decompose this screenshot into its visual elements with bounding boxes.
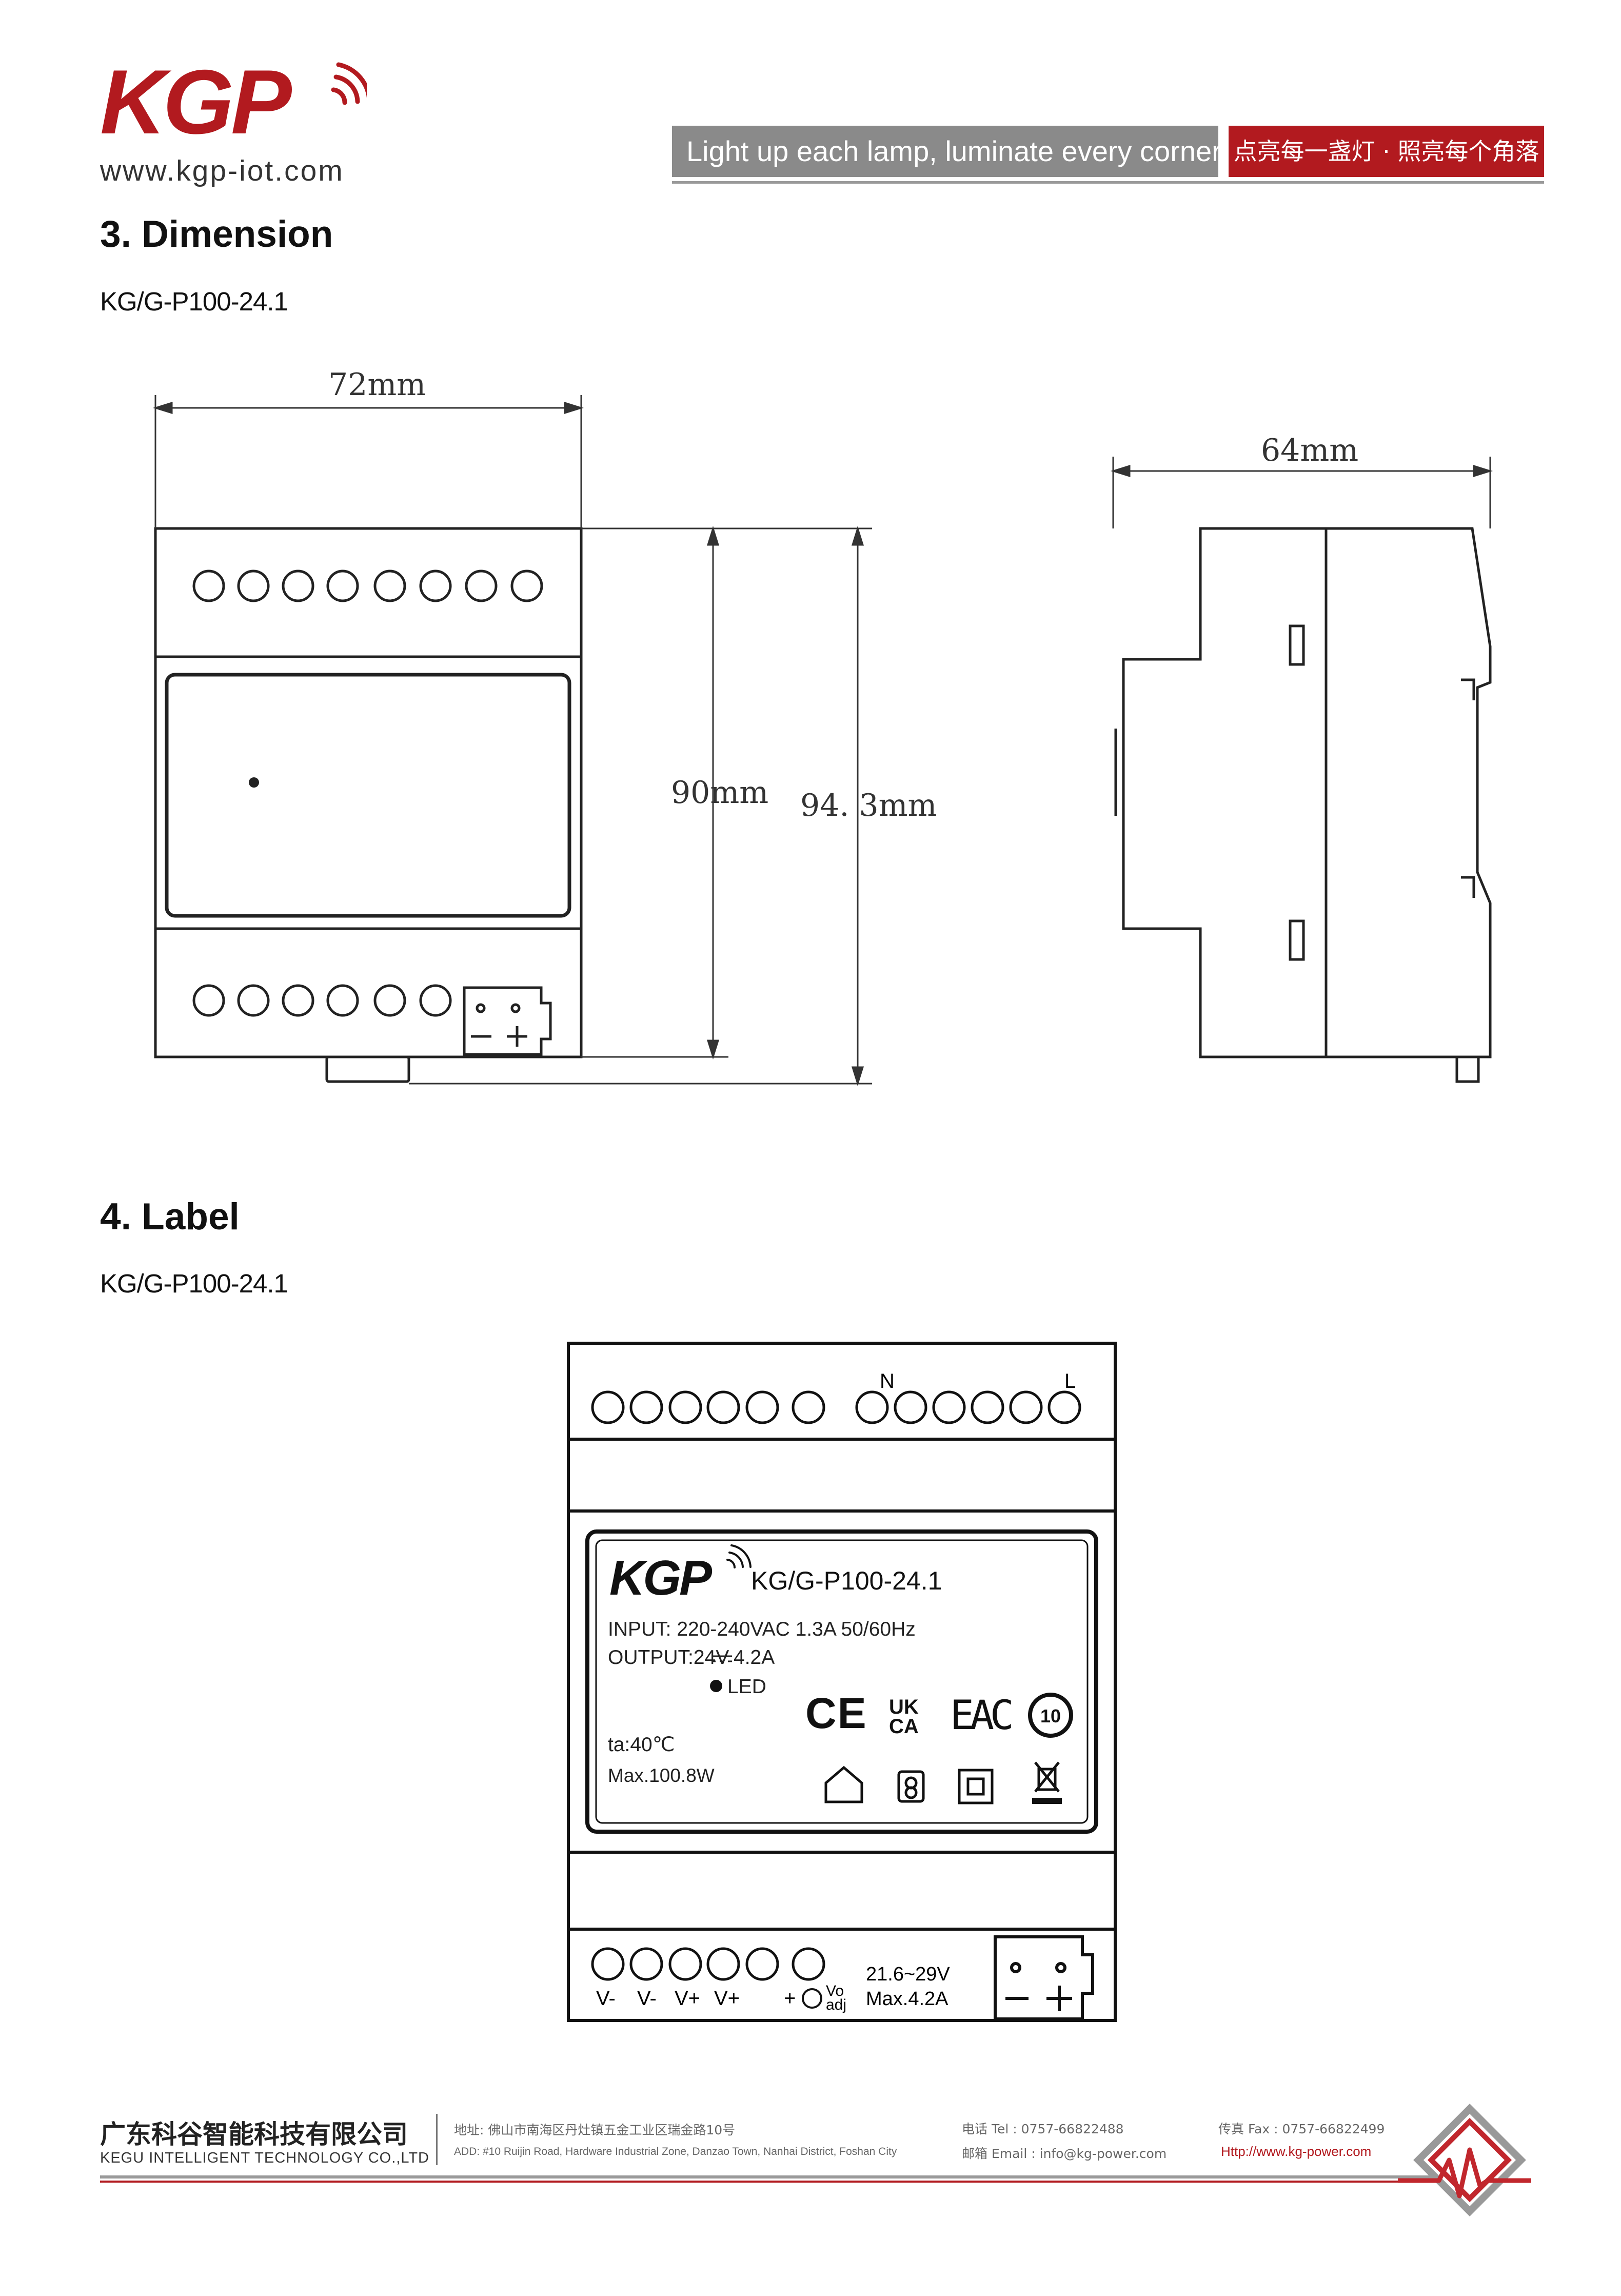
footer-red-line [100,2181,1434,2183]
logo-text: KGP [100,62,292,149]
section-3-model: KG/G-P100-24.1 [100,287,288,316]
footer-website[interactable]: Http://www.kg-power.com [1221,2144,1372,2159]
section-4-title: 4. Label [100,1196,240,1238]
footer-company-en: KEGU INTELLIGENT TECHNOLOGY CO.,LTD [100,2150,429,2166]
footer-pulse-logo-icon [1398,2104,1531,2216]
footer-divider [436,2114,438,2165]
dim-height-label: 90mm [671,775,769,811]
slogan-chinese: 点亮每一盏灯 · 照亮每个角落 [1229,126,1544,177]
adjust-adj: adj [826,1996,846,2013]
adjust-range: 21.6~29V [866,1964,950,1985]
label-drawing: N L KGP KG/G-P100-24.1 INPUT: 220-240VAC… [567,1342,1117,2022]
dim-depth-label: 64mm [1261,433,1359,468]
side-din-clip [1455,1055,1480,1083]
double-insulation-icon [958,1769,994,1804]
led-indicator-icon [710,1680,722,1692]
terminal-v-plus-2: V+ [714,1987,740,2010]
ukca-mark-bottom: CA [889,1715,919,1738]
safety-transformer-icon [897,1770,925,1803]
ten-year-mark-icon: 10 [1028,1693,1073,1738]
side-slot-top [1289,624,1305,666]
footer-address-en: ADD: #10 Ruijin Road, Hardware Industria… [454,2146,897,2157]
footer-email[interactable]: 邮箱 Email : info@kg-power.com [962,2146,1167,2161]
front-adjust-block [463,986,552,1056]
label-max-power: Max.100.8W [608,1765,715,1786]
dim-total-height-label: 94. 3mm [800,788,937,823]
website-url: www.kgp-iot.com [100,154,344,187]
adjust-potentiometer-icon [802,1988,822,2009]
weee-bar [1032,1798,1062,1804]
footer: 广东科谷智能科技有限公司 KEGU INTELLIGENT TECHNOLOGY… [100,2104,1531,2232]
ukca-mark-top: UK [889,1696,919,1718]
kgp-logo-mark: KGP [100,51,372,153]
dimension-drawing [152,395,1493,1087]
svg-text:10: 10 [1040,1705,1061,1726]
label-wifi-icon [726,1544,752,1568]
label-ta: ta:40℃ [608,1734,675,1756]
slogan-banner: Light up each lamp, luminate every corne… [672,126,1544,184]
footer-company-cn: 广东科谷智能科技有限公司 [100,2120,408,2149]
dc-symbol-icon [711,1655,732,1662]
indoor-use-icon [824,1765,863,1803]
terminal-n: N [880,1370,895,1392]
label-top-terminals [591,1390,1081,1424]
label-housing [567,1342,1117,2022]
label-model: KG/G-P100-24.1 [751,1566,942,1595]
slogan-english: Light up each lamp, luminate every corne… [672,126,1221,177]
weee-bin-icon [1034,1761,1060,1793]
footer-fax: 传真 Fax : 0757-66822499 [1218,2122,1385,2136]
terminal-v-minus-2: V- [637,1987,657,2010]
footer-tel: 电话 Tel : 0757-66822488 [962,2122,1124,2136]
label-bottom-terminals [591,1947,825,1981]
eac-mark-icon: EAC [950,1693,1011,1739]
label-plate [585,1529,1098,1834]
header-divider [672,181,1544,184]
led-dot [249,777,259,788]
label-output-prefix: OUTPUT:24V [608,1646,729,1669]
terminal-v-plus-1: V+ [675,1987,700,2010]
ce-mark-icon: CE [805,1689,867,1737]
section-4-model: KG/G-P100-24.1 [100,1269,288,1298]
front-view-label-window [165,673,571,918]
footer-address-cn: 地址: 佛山市南海区丹灶镇五金工业区瑞金路10号 [454,2123,736,2137]
label-adjust-block [994,1935,1094,2020]
output-max-current: Max.4.2A [866,1988,948,2010]
adjust-plus: + [784,1987,796,2010]
terminal-l: L [1064,1370,1076,1392]
label-output-suffix: 4.2A [734,1646,775,1669]
front-top-terminals [192,570,543,602]
adjust-vo: Vo [826,1983,844,1999]
dim-width-label: 72mm [328,367,426,403]
label-brand: KGP [609,1551,713,1605]
front-view-body [154,527,583,1058]
footer-gray-line [100,2175,1434,2179]
section-3-title: 3. Dimension [100,213,333,255]
label-input: INPUT: 220-240VAC 1.3A 50/60Hz [608,1618,916,1640]
side-view-body [1114,527,1492,1083]
din-clip [325,1055,410,1083]
side-slot-bottom [1289,919,1305,961]
terminal-v-minus-1: V- [596,1987,616,2010]
label-led: LED [727,1676,766,1698]
front-bottom-terminals [192,984,452,1017]
company-logo: KGP www.kgp-iot.com [100,51,372,190]
